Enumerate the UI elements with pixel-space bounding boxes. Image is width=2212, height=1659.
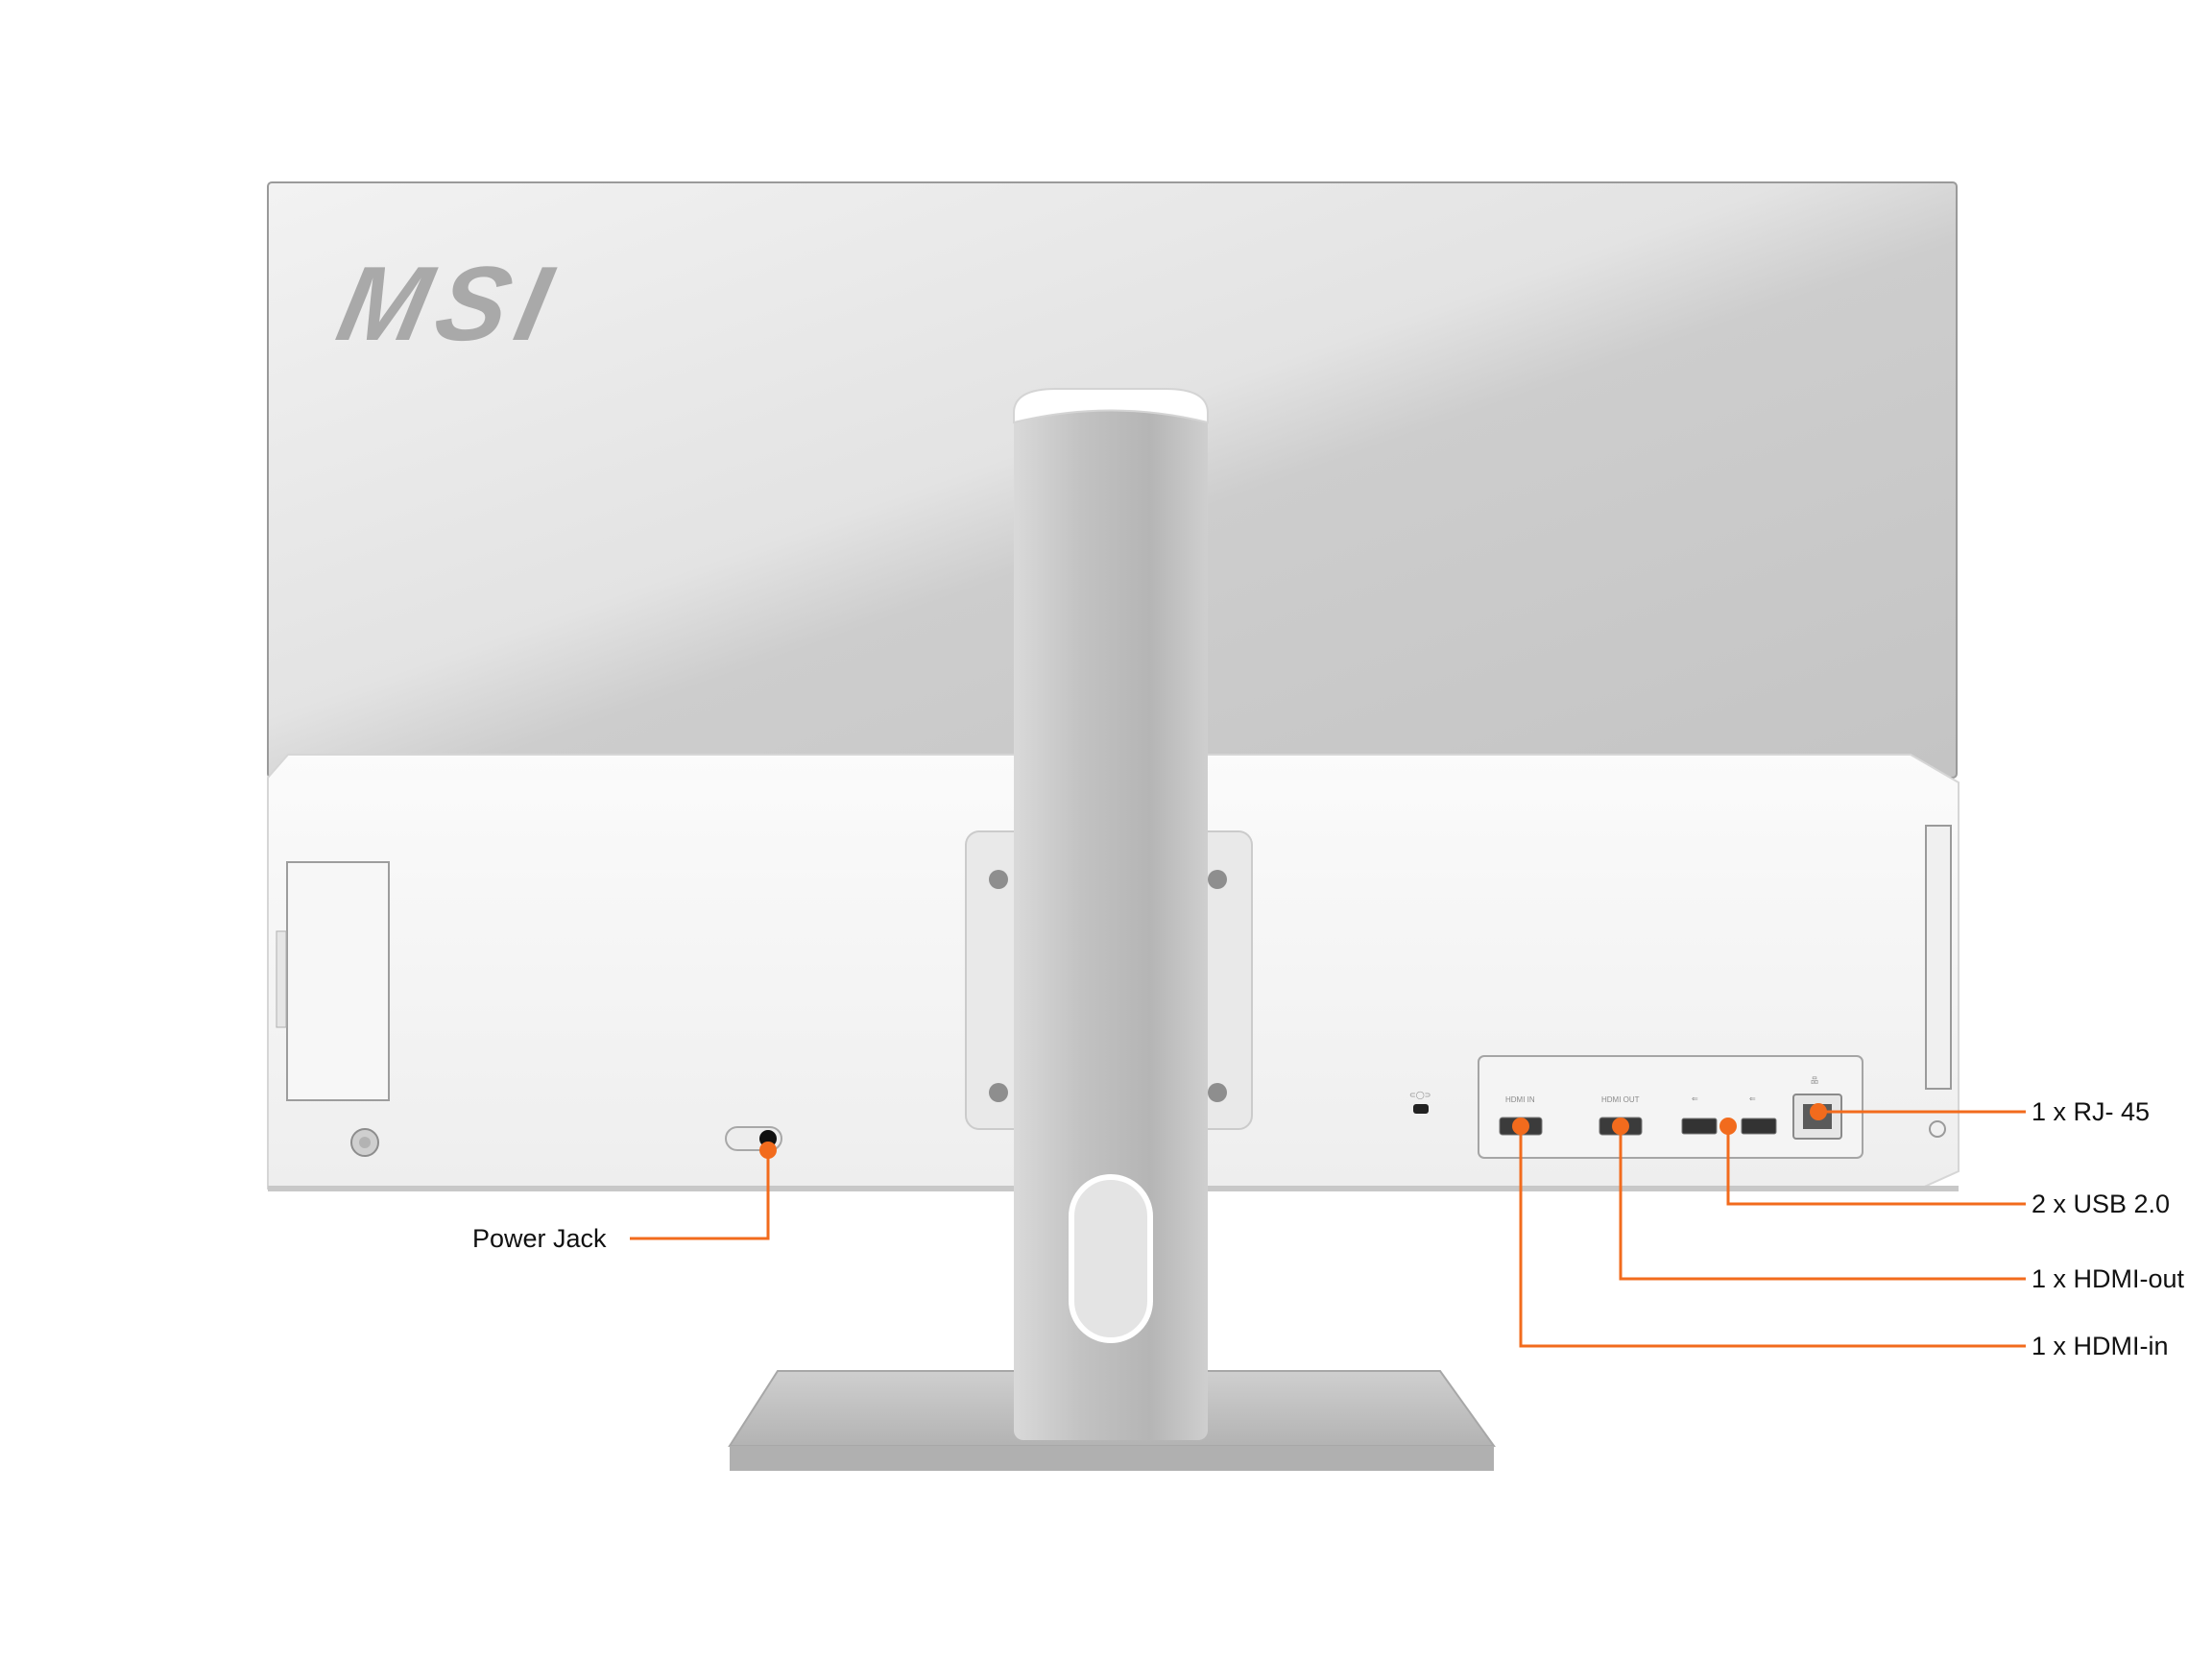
usb-leader bbox=[1726, 1126, 2026, 1206]
hdmi-in-leader bbox=[1519, 1131, 2026, 1348]
rj45-dot bbox=[1810, 1103, 1827, 1120]
msi-logo: MSI bbox=[328, 245, 570, 363]
callout-rj45: 1 x RJ- 45 bbox=[2032, 1097, 2151, 1126]
side-vent bbox=[1925, 825, 1952, 1090]
callout-hdmi-out: 1 x HDMI-out bbox=[2032, 1264, 2185, 1293]
callout-power-jack: Power Jack bbox=[472, 1224, 607, 1253]
hdmi-in-port-label: HDMI IN bbox=[1505, 1095, 1535, 1104]
hdmi-out-port-label: HDMI OUT bbox=[1601, 1095, 1640, 1104]
screw-icon bbox=[989, 1083, 1008, 1102]
hdmi-out-dot bbox=[1612, 1118, 1629, 1135]
screw-icon bbox=[989, 870, 1008, 889]
power-jack-leader bbox=[630, 1150, 770, 1240]
usb-icon: ⇐ bbox=[1692, 1094, 1698, 1103]
power-button-icon bbox=[1929, 1120, 1946, 1138]
side-cover bbox=[286, 861, 390, 1101]
network-icon: 品 bbox=[1811, 1076, 1818, 1085]
usb-dot bbox=[1719, 1118, 1737, 1135]
callout-usb: 2 x USB 2.0 bbox=[2032, 1190, 2171, 1218]
power-jack-dot bbox=[759, 1142, 777, 1159]
usb-port bbox=[1741, 1118, 1777, 1135]
kensington-lock-slot bbox=[1413, 1104, 1429, 1114]
screw-icon bbox=[1208, 870, 1227, 889]
hdmi-out-leader bbox=[1619, 1131, 2026, 1281]
usb-icon: ⇐ bbox=[1749, 1094, 1756, 1103]
hdmi-in-dot bbox=[1512, 1118, 1529, 1135]
callout-dots bbox=[759, 1103, 1827, 1159]
cable-management-hole bbox=[1069, 1174, 1153, 1343]
stand-pole bbox=[1014, 403, 1208, 1440]
callout-hdmi-in: 1 x HDMI-in bbox=[2032, 1332, 2169, 1360]
screw-icon bbox=[1208, 1083, 1227, 1102]
svg-text:⊂◯⊃: ⊂◯⊃ bbox=[1409, 1091, 1431, 1099]
callout-lines bbox=[630, 1110, 2026, 1348]
usb-port bbox=[1681, 1118, 1718, 1135]
